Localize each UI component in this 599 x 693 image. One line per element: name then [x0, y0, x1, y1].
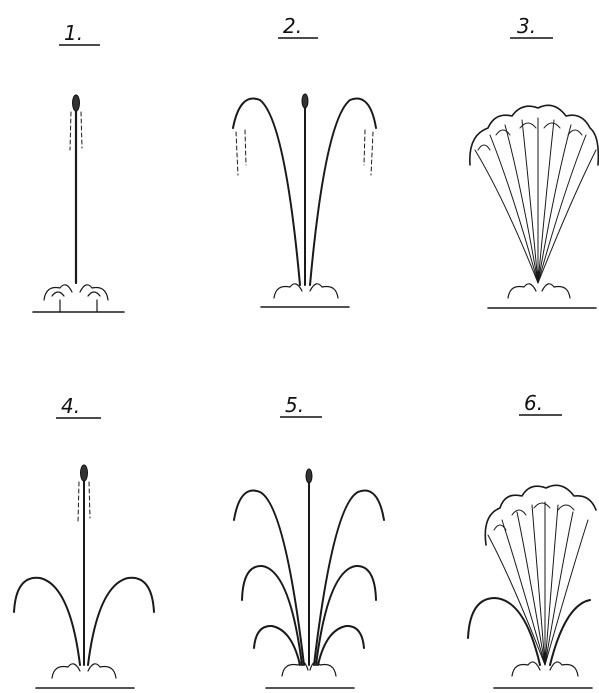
figure-1: 1. [33, 21, 124, 312]
figure-5: 5. [234, 393, 384, 688]
bouquet-jets [475, 118, 596, 283]
figure-1-label: 1. [64, 21, 83, 45]
jet-top [302, 94, 308, 108]
right-lower-arc [318, 626, 364, 665]
right-arc [88, 578, 154, 665]
crown-droplets [478, 123, 582, 150]
figure-2-label: 2. [283, 14, 302, 38]
figure-5-drawing [234, 469, 384, 688]
figure-1-drawing [33, 95, 124, 312]
left-side-arc [468, 598, 540, 665]
basin-splash [508, 284, 570, 298]
basin-splash [44, 285, 108, 300]
left-upper-arc [234, 491, 304, 665]
left-middle-arc [242, 566, 302, 665]
right-middle-arc [316, 566, 376, 665]
figure-4: 4. [14, 394, 154, 688]
figure-6: 6. [468, 391, 596, 688]
figure-3: 3. [470, 14, 599, 308]
left-lower-arc [254, 626, 300, 665]
figure-2-drawing [233, 94, 376, 307]
right-side-arc [550, 600, 590, 665]
figure-4-drawing [14, 465, 154, 688]
jet-top [306, 469, 312, 483]
bouquet-crown [485, 485, 596, 545]
right-arc [310, 99, 376, 285]
figure-2: 2. [233, 14, 376, 307]
jet-top [81, 465, 88, 481]
basin-splash [274, 284, 338, 298]
figure-3-label: 3. [517, 14, 536, 38]
jet-top [73, 95, 80, 111]
figure-6-drawing [468, 485, 596, 688]
left-arc [233, 99, 300, 285]
figure-5-label: 5. [285, 393, 304, 417]
figure-4-label: 4. [61, 394, 80, 418]
figure-3-drawing [470, 105, 599, 308]
figure-6-label: 6. [524, 391, 543, 415]
left-arc [14, 578, 80, 665]
right-upper-arc [314, 491, 384, 665]
bouquet-crown [470, 105, 599, 165]
